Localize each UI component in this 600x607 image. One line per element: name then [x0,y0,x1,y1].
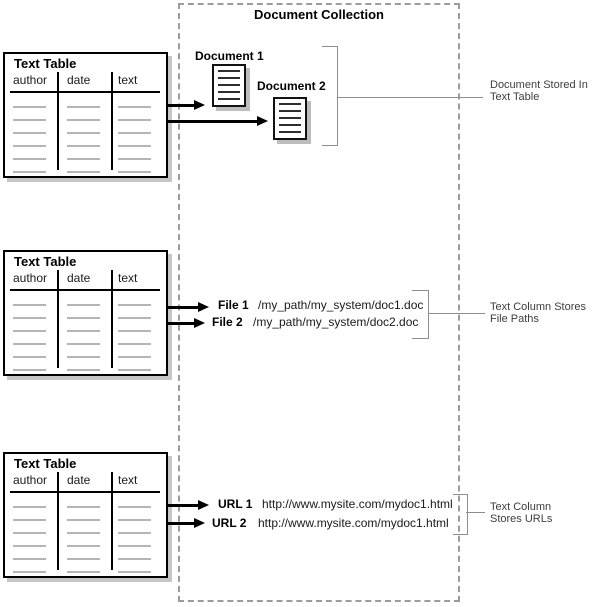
document-2-label: Document 2 [257,79,326,93]
annotation-document-stored: Document Stored In Text Table [490,79,588,103]
column-header-author: author [13,271,48,285]
grouping-bracket-documents [322,46,338,146]
text-table-2: Text Table author date text [3,250,168,376]
file-1-label: File 1 [218,298,249,312]
annotation-line: Text Column Stores [490,301,586,313]
table-rows-placeholder [67,304,100,371]
annotation-urls: Text Column Stores URLs [490,501,553,525]
header-rule [10,91,160,93]
annotation-leader-line [466,512,485,513]
document-2-icon [273,97,307,140]
table-title: Text Table [14,456,77,471]
table-rows-placeholder [13,106,46,173]
column-header-date: date [67,473,91,487]
url-1-label: URL 1 [218,497,253,511]
document-1-label: Document 1 [195,49,264,63]
table-rows-placeholder [67,106,100,173]
annotation-line: Document Stored In [490,79,588,91]
annotation-line: File Paths [490,312,539,325]
column-header-text: text [118,473,138,487]
column-header-date: date [67,73,91,87]
table-title: Text Table [14,56,77,71]
annotation-leader-line [428,313,485,314]
column-header-text: text [118,73,138,87]
arrow-row-to-document-2 [168,116,268,126]
arrow-row-to-document-1 [168,100,205,110]
column-header-author: author [13,73,48,87]
annotation-file-paths: Text Column Stores File Paths [490,301,586,325]
annotation-line: Text Column [490,501,552,513]
table-rows-placeholder [13,304,46,371]
table-rows-placeholder [13,506,46,573]
arrow-row-to-url-2 [168,518,205,528]
file-2-path: /my_path/my_system/doc2.doc [253,315,419,329]
column-header-author: author [13,473,48,487]
document-lines [218,70,240,101]
table-rows-placeholder [118,506,151,573]
column-header-date: date [67,271,91,285]
url-2-value: http://www.mysite.com/mydoc1.html [258,516,449,530]
arrow-row-to-url-1 [168,500,209,510]
table-rows-placeholder [67,506,100,573]
grouping-bracket-files [412,290,429,339]
header-rule [10,289,160,291]
column-divider [111,72,113,170]
column-divider [57,72,59,170]
table-title: Text Table [14,254,77,269]
annotation-line: Text Table [490,90,540,103]
column-divider [111,270,113,368]
arrow-row-to-file-2 [168,318,205,328]
annotation-line: Stores URLs [490,512,553,525]
arrow-row-to-file-1 [168,302,209,312]
annotation-leader-line [337,97,483,98]
url-2-label: URL 2 [212,516,247,530]
column-divider [57,270,59,368]
url-1-value: http://www.mysite.com/mydoc1.html [262,497,453,511]
file-2-label: File 2 [212,315,243,329]
grouping-bracket-urls [453,494,468,535]
header-rule [10,491,160,493]
table-rows-placeholder [118,106,151,173]
document-1-icon [212,64,246,107]
column-divider [111,472,113,570]
text-table-1: Text Table author date text [3,52,168,178]
table-rows-placeholder [118,304,151,371]
file-1-path: /my_path/my_system/doc1.doc [258,298,424,312]
collection-title: Document Collection [253,7,384,22]
column-header-text: text [118,271,138,285]
document-lines [279,103,301,134]
column-divider [57,472,59,570]
document-collection-boundary [178,3,460,602]
text-table-3: Text Table author date text [3,452,168,578]
